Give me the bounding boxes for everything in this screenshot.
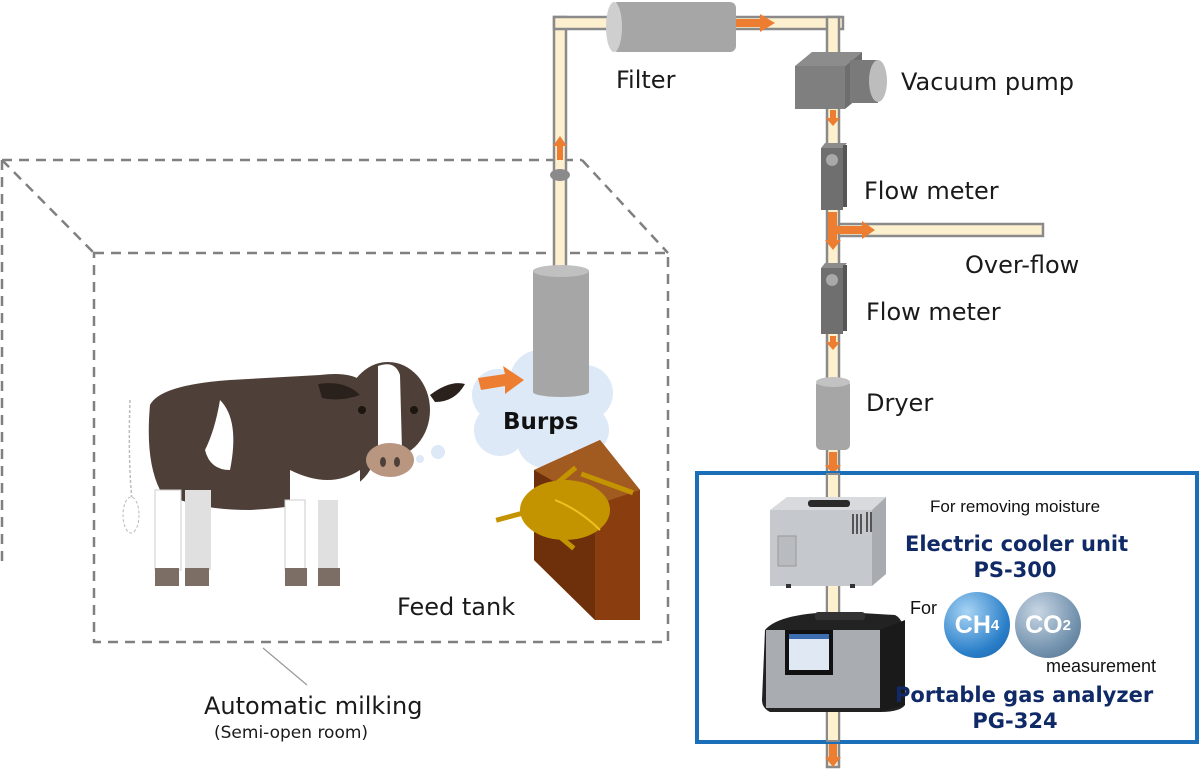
measurement-label: measurement <box>1046 656 1157 676</box>
feed-tank-icon <box>495 440 640 620</box>
co2-formula: CO <box>1025 610 1063 639</box>
arrow-junction-down <box>825 212 841 250</box>
moisture-note: For removing moisture <box>930 497 1101 516</box>
analyzer-name: Portable gas analyzer <box>895 683 1154 707</box>
room-title-label: Automatic milking <box>204 692 423 720</box>
vacuum-pump-icon <box>795 52 887 109</box>
arrow-right-top <box>736 14 775 32</box>
room-callout-line <box>262 647 308 686</box>
dryer-label: Dryer <box>866 389 934 417</box>
pipe-collar <box>550 169 570 181</box>
hood-bottom <box>533 340 589 392</box>
flow-meter-1-label: Flow meter <box>864 177 999 205</box>
room-subtitle-label: (Semi-open room) <box>214 723 369 743</box>
cow-illustration <box>122 362 465 586</box>
analyzer-model: PG-324 <box>972 709 1058 733</box>
hood-base <box>533 387 589 397</box>
flow-meter-2-icon <box>821 263 847 334</box>
for-label: For <box>910 598 937 618</box>
room-outline <box>0 158 670 644</box>
arrow-exit <box>825 742 841 767</box>
cooler-unit-image <box>770 497 886 588</box>
flow-arrows <box>478 14 875 767</box>
dryer-icon <box>816 377 850 450</box>
flow-meter-1-icon <box>821 143 847 210</box>
vacuum-pump-label: Vacuum pump <box>901 68 1074 96</box>
arrow-burp <box>478 366 524 394</box>
arrow-down-fm2 <box>826 336 840 350</box>
arrow-up-pipe <box>553 136 567 160</box>
ch4-subscript: 4 <box>990 616 1000 634</box>
cooler-model: PS-300 <box>973 558 1057 582</box>
gas-analyzer-image <box>762 612 905 712</box>
over-flow-label: Over-flow <box>965 251 1080 279</box>
filter-icon <box>606 2 736 52</box>
arrow-down-pump <box>826 110 840 126</box>
arrow-down-dryer <box>825 452 841 474</box>
arrow-overflow-right <box>837 221 875 239</box>
cooler-name: Electric cooler unit <box>905 532 1129 556</box>
burps-label: Burps <box>503 409 579 435</box>
feed-tank-label: Feed tank <box>397 593 516 621</box>
equipment-panel-border <box>695 471 1199 744</box>
ch4-formula: CH <box>954 610 991 639</box>
flow-meter-2-label: Flow meter <box>866 298 1001 326</box>
filter-label: Filter <box>616 66 676 94</box>
co2-subscript: 2 <box>1062 616 1071 634</box>
